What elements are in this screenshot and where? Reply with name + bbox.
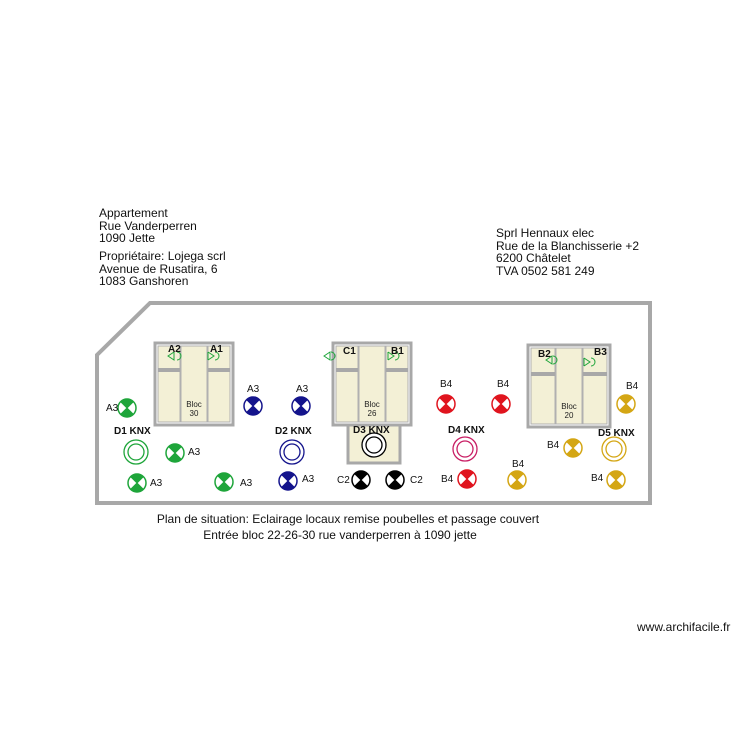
bloc-26-label: Bloc 26 xyxy=(359,400,385,418)
label-A2: A2 xyxy=(168,344,181,355)
bloc-20-cabinet xyxy=(526,343,612,429)
bloc-label-line: Bloc xyxy=(561,402,577,411)
label-A3: A3 xyxy=(247,384,260,395)
owner-line: Avenue de Rusatira, 6 xyxy=(99,261,218,276)
light-B4-gold-icon xyxy=(616,394,636,414)
label-C1: C1 xyxy=(343,346,356,357)
label-D4-knx: D4 KNX xyxy=(448,425,485,436)
light-B4-red-icon xyxy=(457,469,477,489)
label-D1-knx: D1 KNX xyxy=(114,426,151,437)
label-B4: B4 xyxy=(512,459,525,470)
detector-icons xyxy=(167,351,591,367)
label-B4: B4 xyxy=(591,473,604,484)
contractor-line: 6200 Châtelet xyxy=(496,251,571,265)
light-A3-navy-icon xyxy=(243,396,263,416)
outer-wall xyxy=(95,301,652,505)
light-A-icon xyxy=(214,472,234,492)
light-B4-gold-icon xyxy=(507,470,527,490)
label-A3: A3 xyxy=(240,478,253,489)
label-B4: B4 xyxy=(440,379,453,390)
label-B4: B4 xyxy=(441,474,454,485)
client-line: Rue Vanderperren xyxy=(99,218,197,233)
label-A3: A3 xyxy=(302,474,315,485)
owner-address: Propriétaire: Lojega scrl Avenue de Rusa… xyxy=(99,250,226,288)
light-A3-navy-icon xyxy=(291,396,311,416)
light-B4-gold-icon xyxy=(606,470,626,490)
bloc-30-cabinet xyxy=(153,341,235,427)
light-B4-red-icon xyxy=(436,394,456,414)
client-address: Appartement Rue Vanderperren 1090 Jette xyxy=(99,207,197,245)
knx-D5-icon xyxy=(601,436,627,462)
client-line: 1090 Jette xyxy=(99,231,156,245)
contractor-line: TVA 0502 581 249 xyxy=(496,263,595,278)
label-C2: C2 xyxy=(337,475,350,486)
label-A3: A3 xyxy=(296,384,309,395)
light-A-icon xyxy=(165,443,185,463)
bloc-label-line: Bloc xyxy=(364,400,380,409)
client-line: Appartement xyxy=(99,206,168,220)
light-C2-black-icon xyxy=(385,470,405,490)
knx-D3-icon xyxy=(361,432,387,458)
plan-caption-line-1: Plan de situation: Eclairage locaux remi… xyxy=(156,512,540,526)
label-D5-knx: D5 KNX xyxy=(598,428,635,439)
label-B4: B4 xyxy=(497,379,510,390)
label-A3: A3 xyxy=(106,403,119,414)
label-B3: B3 xyxy=(594,347,607,358)
contractor-line: Rue de la Blanchisserie +2 xyxy=(496,238,640,253)
knx-D4-icon xyxy=(452,436,478,462)
label-A3: A3 xyxy=(150,478,163,489)
bloc-label-line: 30 xyxy=(189,409,199,418)
knx-D1-icon xyxy=(123,439,149,465)
knx-D2-icon xyxy=(279,439,305,465)
label-D3-knx: D3 KNX xyxy=(353,425,390,436)
owner-line: Propriétaire: Lojega scrl xyxy=(99,249,226,263)
bloc-label-line: 26 xyxy=(367,409,377,418)
bloc-30-label: Bloc 30 xyxy=(181,400,207,418)
light-B4-red-icon xyxy=(491,394,511,414)
light-C2-black-icon xyxy=(351,470,371,490)
contractor-line: Sprl Hennaux elec xyxy=(496,226,595,240)
label-B4: B4 xyxy=(626,381,639,392)
watermark: www.archifacile.fr xyxy=(637,620,731,634)
bloc-label-line: 20 xyxy=(564,411,574,420)
label-A1: A1 xyxy=(210,344,223,355)
light-A-icon xyxy=(117,398,137,418)
bloc-20-label: Bloc 20 xyxy=(556,402,582,420)
light-B4-gold-icon xyxy=(563,438,583,458)
label-B1: B1 xyxy=(391,346,404,357)
label-A3: A3 xyxy=(188,447,201,458)
detector-arc-icons xyxy=(176,351,596,367)
plan-caption-line-2: Entrée bloc 22-26-30 rue vanderperren à … xyxy=(203,528,477,542)
light-A-icon xyxy=(127,473,147,493)
label-C2: C2 xyxy=(410,475,423,486)
label-B2: B2 xyxy=(538,349,551,360)
contractor-address: Sprl Hennaux elec Rue de la Blanchisseri… xyxy=(496,227,639,277)
owner-line: 1083 Ganshoren xyxy=(99,274,189,288)
light-A3-navy-icon xyxy=(278,471,298,491)
bloc-26-cabinet xyxy=(331,341,413,465)
label-B4: B4 xyxy=(547,440,560,451)
label-D2-knx: D2 KNX xyxy=(275,426,312,437)
bloc-label-line: Bloc xyxy=(186,400,202,409)
